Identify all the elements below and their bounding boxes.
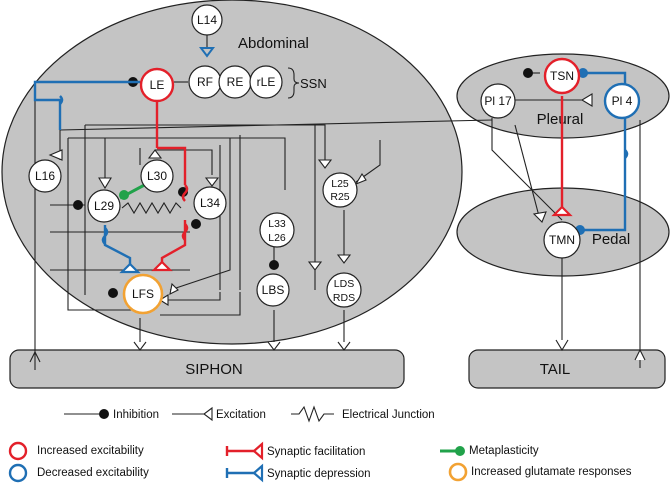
abdominal-ganglion [1,0,463,345]
neuron-rle-label: rLE [257,75,276,89]
neuron-l14-label: L14 [197,13,217,27]
ssn-label: SSN [300,76,327,91]
neuron-tsn: TSN [543,57,581,95]
pleural-label: Pleural [537,111,584,128]
legend-decreased-excitability: Decreased excitability [8,463,149,483]
metaplasticity-dot [119,190,129,200]
neuron-pl17: Pl 17 [480,83,516,119]
legend-increased-glutamate-label: Increased glutamate responses [471,466,632,478]
legend-inhibition-label: Inhibition [113,409,159,421]
tail-box [468,349,666,389]
siphon-label: SIPHON [185,361,243,378]
neuron-l30-label: L30 [147,169,167,183]
neuron-lds-rds: LDS RDS [326,272,362,308]
neuron-pl4: Pl 4 [603,82,641,120]
neuron-rf-label: RF [197,75,213,89]
neuron-rf: RF [188,65,222,99]
legend-synaptic-facilitation-label: Synaptic facilitation [267,446,365,458]
neuron-l33-l26: L33 L26 [259,212,295,248]
neuron-lbs: LBS [256,273,290,307]
legend-synaptic-facilitation: Synaptic facilitation [225,441,365,461]
neuron-l29-label: L29 [94,199,114,213]
neuron-rle: rLE [249,65,283,99]
neuron-l34: L34 [193,186,227,220]
excitatory-wiring [29,34,646,370]
neuron-l25-label: L25 [331,178,349,190]
neuron-l30: L30 [140,159,174,193]
neuron-pl17-label: Pl 17 [484,94,512,108]
legend-excitation-label: Excitation [216,409,266,421]
legend-synaptic-depression: Synaptic depression [225,463,371,483]
neuron-lfs: LFS [122,273,164,315]
neuron-lds-label: LDS [334,278,354,290]
legend-inhibition: Inhibition [64,409,159,421]
tail-label: TAIL [540,361,571,378]
neuron-l34-label: L34 [200,196,220,210]
legend-excitation: Excitation [172,406,266,422]
inhibitory-connections [73,68,540,298]
neuron-le: LE [139,67,175,103]
neuron-pl4-label: Pl 4 [612,94,633,108]
neuron-re-label: RE [227,75,244,89]
legend-metaplasticity-label: Metaplasticity [469,445,539,457]
neuron-tmn-label: TMN [549,233,575,247]
siphon-box [9,349,405,389]
legend-electrical-junction: Electrical Junction [291,405,435,423]
legend-decreased-excitability-label: Decreased excitability [37,467,149,479]
legend-synaptic-depression-label: Synaptic depression [267,468,371,480]
neuron-rds-label: RDS [333,292,355,304]
neuron-re: RE [218,65,252,99]
facilitation-pathways [151,96,573,272]
abdominal-label: Abdominal [238,35,309,52]
neuron-l25-r25: L25 R25 [322,172,358,208]
legend-increased-excitability: Increased excitability [8,441,144,461]
neuron-l29: L29 [87,189,121,223]
pedal-label: Pedal [592,231,630,248]
electrical-junction [121,201,182,215]
legend-electrical-label: Electrical Junction [342,409,435,421]
neuron-lfs-label: LFS [132,287,154,301]
depression-pathways [33,68,629,274]
legend-increased-glutamate: Increased glutamate responses [448,462,632,482]
legend-metaplasticity: Metaplasticity [440,445,539,457]
neuron-tmn: TMN [543,221,581,259]
neuron-l16: L16 [28,159,62,193]
neuron-le-label: LE [150,78,165,92]
neuron-lbs-label: LBS [262,283,285,297]
legend-increased-excitability-label: Increased excitability [37,445,144,457]
neuron-l14: L14 [191,4,223,36]
neuron-l33-label: L33 [268,218,286,230]
neuron-r25-label: R25 [330,191,349,203]
neuron-l16-label: L16 [35,169,55,183]
neuron-l26-label: L26 [268,232,286,244]
neuron-tsn-label: TSN [550,69,574,83]
